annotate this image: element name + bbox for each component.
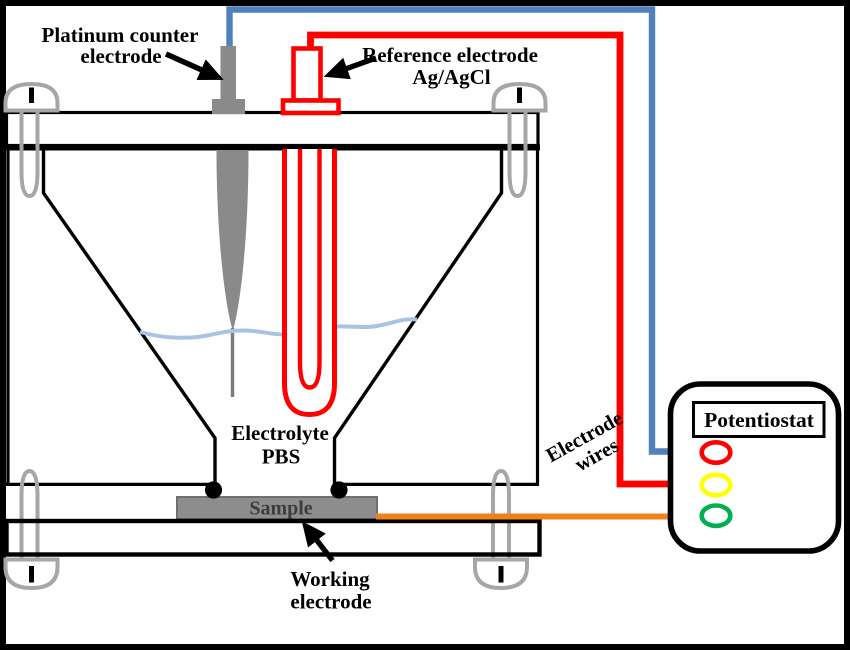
reference-electrode-label-line1: Reference electrode <box>362 43 538 67</box>
o-ring-right <box>330 481 348 499</box>
green-terminal-indicator <box>699 503 733 529</box>
screw-shaft <box>491 468 511 560</box>
bottom-left-screw <box>3 468 60 591</box>
yellow-terminal-indicator <box>699 472 733 498</box>
cell-frame <box>4 110 540 488</box>
electrolyte-label-line2: PBS <box>262 445 301 469</box>
screw-shaft <box>507 110 528 199</box>
top-clamp-plate <box>4 110 540 148</box>
clamp-screws <box>3 81 548 591</box>
reference-electrode-cap <box>291 46 323 103</box>
reference-electrode-flange <box>280 98 341 116</box>
electrolyte-label-line1: Electrolyte <box>231 421 329 445</box>
reference-electrode-label-line2: Ag/AgCl <box>412 65 490 89</box>
top-left-screw <box>3 81 60 199</box>
counter-electrode <box>212 46 249 397</box>
counter-electrode-blade <box>216 150 249 331</box>
red-terminal-indicator <box>699 439 733 465</box>
working-electrode-arrow <box>301 520 335 563</box>
potentiostat-nameplate <box>692 401 826 438</box>
potentiostat: Potentiostat <box>667 381 842 554</box>
bottom-right-screw <box>473 468 529 591</box>
funnel-left-wall <box>41 148 217 488</box>
sample-label: Sample <box>249 498 312 520</box>
reference-electrode <box>280 46 341 418</box>
counter-electrode-label-line2: electrode <box>80 44 161 68</box>
top-right-screw <box>491 81 548 199</box>
counter-electrode-arrow <box>164 51 224 81</box>
screw-shaft <box>19 110 40 199</box>
electrode-wires <box>226 6 669 488</box>
working-electrode-label-line1: Working <box>290 567 370 591</box>
reference-electrode-inner-tube <box>297 149 322 390</box>
screw-shaft <box>19 468 40 560</box>
counter-electrode-label-line1: Platinum counter <box>42 23 199 47</box>
funnel-right-wall <box>332 148 504 488</box>
working-electrode-label-line2: electrode <box>290 590 371 614</box>
potentiostat-label: Potentiostat <box>704 408 815 432</box>
counter-electrode-collar <box>212 99 245 114</box>
bottom-clamp-plate <box>4 518 542 557</box>
reference-electrode-arrow <box>323 55 377 80</box>
sample-assembly: Sample <box>176 496 378 520</box>
counter-electrode-wire <box>226 6 669 455</box>
o-ring-left <box>204 481 223 499</box>
counter-electrode-rod <box>220 46 236 104</box>
reference-electrode-wire <box>307 31 669 488</box>
